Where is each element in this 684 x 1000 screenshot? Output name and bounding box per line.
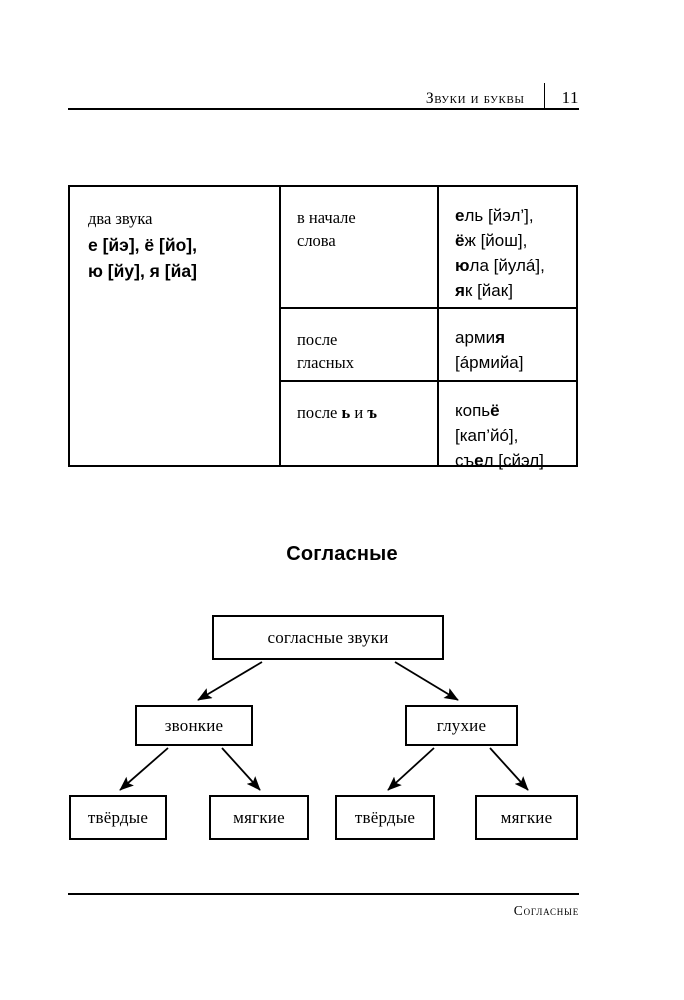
footer-text: Согласные xyxy=(513,903,579,918)
example-line: копьё xyxy=(455,398,576,423)
table-condition-cell: после ь и ъ xyxy=(281,382,439,465)
example-bold-letter: ё xyxy=(490,401,500,420)
condition-line-1: в начале xyxy=(297,208,356,227)
diagram-node-voiceless: глухие xyxy=(405,705,518,746)
condition-line-2: слова xyxy=(297,231,336,250)
condition-soft-sign: ь xyxy=(341,403,351,422)
diagram-node-voiced: звонкие xyxy=(135,705,253,746)
example-rest: копь xyxy=(455,401,491,420)
diagram-node-voiced-hard: твёрдые xyxy=(69,795,167,840)
table-example-cell: ель [йэл’], ёж [йош], юла [йулá], як [йа… xyxy=(439,187,576,307)
table-example-cell: армия [áрмийа] xyxy=(439,309,576,380)
header-rule xyxy=(68,108,579,110)
connector-root-to-voiceless xyxy=(394,661,459,701)
example-line: армия xyxy=(455,325,576,350)
example-line: съел [сйэл] xyxy=(455,448,576,473)
example-rest: ла [йулá], xyxy=(469,256,545,275)
section-title: Согласные xyxy=(286,543,398,565)
connector-voiceless-to-soft xyxy=(489,747,529,791)
example-bold-letter: ю xyxy=(455,256,470,275)
example-rest: ж [йош], xyxy=(464,231,528,250)
table-condition-cell: в начале слова xyxy=(281,187,439,307)
table-left-letters: е [йэ], ё [йо], ю [йу], я [йа] xyxy=(88,232,279,284)
table-condition-cell: после гласных xyxy=(281,309,439,380)
condition-prefix: после xyxy=(297,403,342,422)
condition-line-1: после xyxy=(297,330,338,349)
example-rest: съ xyxy=(455,451,475,470)
table-left-letters-line1: е [йэ], ё [йо], xyxy=(88,235,197,255)
table-left-letters-line2: ю [йу], я [йа] xyxy=(88,261,197,281)
running-head-inner: Звуки и буквы 11 xyxy=(426,78,579,108)
condition-conjunction: и xyxy=(350,403,368,422)
example-line: юла [йулá], xyxy=(455,253,576,278)
example-bold-letter: я xyxy=(495,328,506,347)
running-head: Звуки и буквы 11 xyxy=(68,74,579,108)
page-number: 11 xyxy=(561,88,579,107)
example-line: [áрмийа] xyxy=(455,350,576,375)
example-bold-letter: ё xyxy=(455,231,465,250)
table-row: после гласных армия [áрмийа] xyxy=(281,307,576,380)
example-line: як [йак] xyxy=(455,278,576,303)
running-head-title: Звуки и буквы xyxy=(425,90,525,107)
running-head-divider xyxy=(543,83,545,108)
condition-line-1: после ь и ъ xyxy=(297,401,437,424)
example-rest: к [йак] xyxy=(464,281,513,300)
diagram-node-root: согласные звуки xyxy=(212,615,444,660)
example-tail: л [сйэл] xyxy=(483,451,544,470)
table-row: после ь и ъ копьё [кап’йó], съел [сйэл] xyxy=(281,380,576,470)
diagram-connectors xyxy=(119,661,529,791)
condition-hard-sign: ъ xyxy=(367,403,377,422)
table-right-columns: в начале слова ель [йэл’], ёж [йош], юла… xyxy=(281,187,576,470)
example-bold-letter: е xyxy=(455,206,465,225)
diagram-node-voiceless-hard: твёрдые xyxy=(335,795,435,840)
table-left-cell: два звука е [йэ], ё [йо], ю [йу], я [йа] xyxy=(70,187,281,465)
connector-root-to-voiced xyxy=(197,661,263,701)
table-row: в начале слова ель [йэл’], ёж [йош], юла… xyxy=(281,187,576,307)
diagram-node-voiced-soft: мягкие xyxy=(209,795,309,840)
table-example-cell: копьё [кап’йó], съел [сйэл] xyxy=(439,382,576,470)
example-line: ель [йэл’], xyxy=(455,203,576,228)
example-bold-letter: я xyxy=(455,281,465,300)
example-line: [кап’йó], xyxy=(455,423,576,448)
connector-voiced-to-soft xyxy=(221,747,261,791)
footer-rule xyxy=(68,893,579,895)
condition-line-2: гласных xyxy=(297,353,354,372)
example-rest: арми xyxy=(455,328,496,347)
example-line: ёж [йош], xyxy=(455,228,576,253)
example-rest: ль [йэл’], xyxy=(464,206,534,225)
consonants-diagram: согласные звуки звонкие глухие твёрдые м… xyxy=(0,600,684,865)
vowel-table: два звука е [йэ], ё [йо], ю [йу], я [йа]… xyxy=(68,185,578,470)
table-left-heading: два звука xyxy=(88,209,153,228)
diagram-node-voiceless-soft: мягкие xyxy=(475,795,578,840)
example-rest: [áрмийа] xyxy=(455,353,524,372)
example-rest: [кап’йó], xyxy=(455,426,519,445)
connector-voiceless-to-hard xyxy=(387,747,435,791)
example-bold-letter: е xyxy=(474,451,484,470)
connector-voiced-to-hard xyxy=(119,747,169,791)
